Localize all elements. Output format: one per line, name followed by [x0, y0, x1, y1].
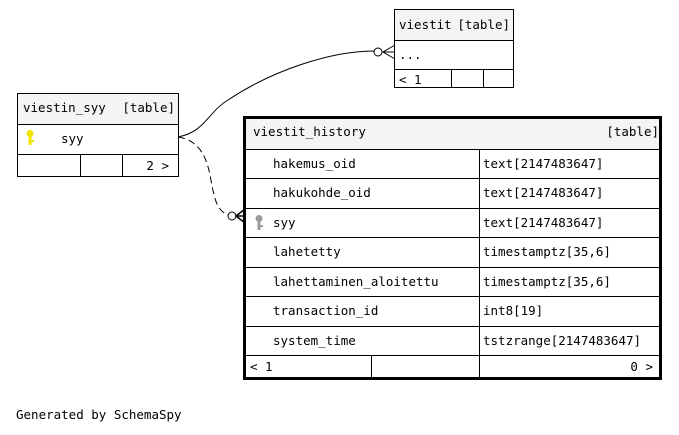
- table-name: viestin_syy: [23, 100, 106, 115]
- footer-credit: Generated by SchemaSpy: [16, 407, 182, 422]
- column-name: lahetetty: [273, 244, 341, 259]
- relationship-viestin-syy-to-history: [177, 136, 232, 217]
- table-type-label: [table]: [606, 124, 659, 139]
- column-row: ...: [395, 40, 513, 69]
- column-name: system_time: [273, 333, 356, 348]
- column-type: text[2147483647]: [483, 156, 604, 171]
- table-header: viestit_history [table]: [246, 119, 659, 149]
- table-type-label: [table]: [457, 17, 510, 32]
- foreign-key-icon: [255, 215, 263, 230]
- primary-key-icon: [26, 130, 34, 145]
- table-header: viestin_syy [table]: [18, 94, 178, 124]
- column-name: hakemus_oid: [273, 156, 356, 171]
- column-name: ...: [399, 47, 422, 62]
- children-count[interactable]: 2 >: [146, 158, 169, 173]
- column-name: lahettaminen_aloitettu: [273, 274, 439, 289]
- table-viestin-syy[interactable]: viestin_syy [table] syy 2 >: [17, 93, 179, 177]
- relationship-viestin-syy-to-viestit: [177, 50, 379, 138]
- column-row: syy text[2147483647]: [246, 208, 659, 237]
- column-row: hakukohde_oid text[2147483647]: [246, 178, 659, 208]
- children-count[interactable]: 0 >: [630, 359, 653, 374]
- table-viestit-history[interactable]: viestit_history [table] hakemus_oid text…: [243, 116, 662, 380]
- column-name: transaction_id: [273, 303, 379, 318]
- column-row: lahetetty timestamptz[35,6]: [246, 237, 659, 267]
- column-row: transaction_id int8[19]: [246, 296, 659, 326]
- optional-marker-viestit: [373, 47, 383, 57]
- column-type: tstzrange[2147483647]: [483, 333, 642, 348]
- table-name: viestit: [399, 17, 452, 32]
- table-name: viestit_history: [253, 124, 366, 139]
- column-row: lahettaminen_aloitettu timestamptz[35,6]: [246, 267, 659, 296]
- column-type: text[2147483647]: [483, 185, 604, 200]
- table-footer: < 1 0 >: [246, 355, 659, 377]
- column-name: syy: [61, 131, 84, 146]
- table-header: viestit [table]: [395, 10, 513, 40]
- column-row: system_time tstzrange[2147483647]: [246, 326, 659, 355]
- table-footer: < 1: [395, 69, 513, 87]
- crowfoot-viestit: [382, 44, 396, 60]
- parents-count[interactable]: < 1: [399, 72, 422, 87]
- table-viestit[interactable]: viestit [table] ... < 1: [394, 9, 514, 88]
- table-footer: 2 >: [18, 154, 178, 176]
- parents-count[interactable]: < 1: [250, 359, 273, 374]
- column-name: hakukohde_oid: [273, 185, 371, 200]
- column-type: timestamptz[35,6]: [483, 274, 611, 289]
- column-type: int8[19]: [483, 303, 544, 318]
- column-row: syy: [18, 124, 178, 154]
- column-row: hakemus_oid text[2147483647]: [246, 149, 659, 178]
- column-type: timestamptz[35,6]: [483, 244, 611, 259]
- column-name: syy: [273, 215, 296, 230]
- table-type-label: [table]: [122, 100, 175, 115]
- column-type: text[2147483647]: [483, 215, 604, 230]
